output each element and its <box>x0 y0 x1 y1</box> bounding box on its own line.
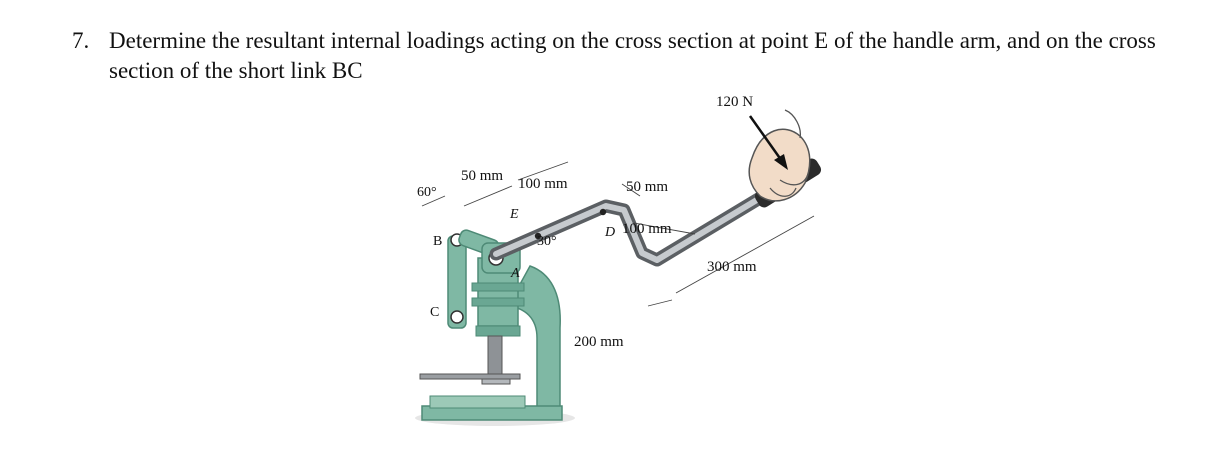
problem-statement: 7. Determine the resultant internal load… <box>72 26 1192 86</box>
force-arrow <box>748 115 788 170</box>
dim-50mm-left: 50 mm <box>461 168 504 184</box>
point-c-label: C <box>430 305 440 320</box>
press-body <box>419 257 563 421</box>
dim-100mm-right: 100 mm <box>622 221 672 237</box>
force-label: 120 N <box>716 94 754 110</box>
point-b-label: B <box>433 234 443 249</box>
problem-text: Determine the resultant internal loading… <box>109 28 1156 83</box>
problem-number: 7. <box>72 28 90 53</box>
point-e-label: E <box>510 207 519 222</box>
dim-50mm-right: 50 mm <box>626 179 669 195</box>
dim-200mm: 200 mm <box>574 334 624 350</box>
press-drawing <box>415 109 822 426</box>
handle-arm <box>489 185 777 267</box>
dimension-lines <box>421 161 815 307</box>
press-figure: 120 N 50 mm 100 mm 50 mm 100 mm 300 mm 2… <box>400 88 840 474</box>
point-a-label: A <box>511 266 520 281</box>
dim-300mm: 300 mm <box>707 259 757 275</box>
angle-60: 60° <box>417 185 437 200</box>
angle-30: 30° <box>537 234 557 249</box>
point-d-label: D <box>605 225 616 240</box>
grip-and-hand <box>748 109 822 208</box>
dim-100mm-top: 100 mm <box>518 176 568 192</box>
